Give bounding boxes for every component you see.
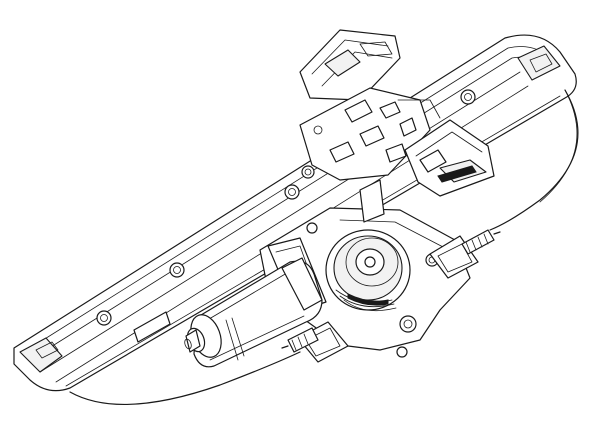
electric-motor [184,257,323,368]
drive-cable [69,89,579,406]
cable-tensioner-right [429,229,501,279]
rivet [169,262,185,278]
rail-slider [133,311,171,343]
cable-drum [325,229,411,312]
cable-tensioner-left [281,321,349,363]
spring-right [461,229,495,255]
glass-carrier [299,29,495,197]
rivet [301,165,315,179]
rivet [96,310,112,326]
rivet [460,89,476,105]
spring-left [287,327,319,353]
upper-end-bracket [517,45,561,81]
lower-end-bracket [19,337,63,373]
rivet [284,184,300,200]
